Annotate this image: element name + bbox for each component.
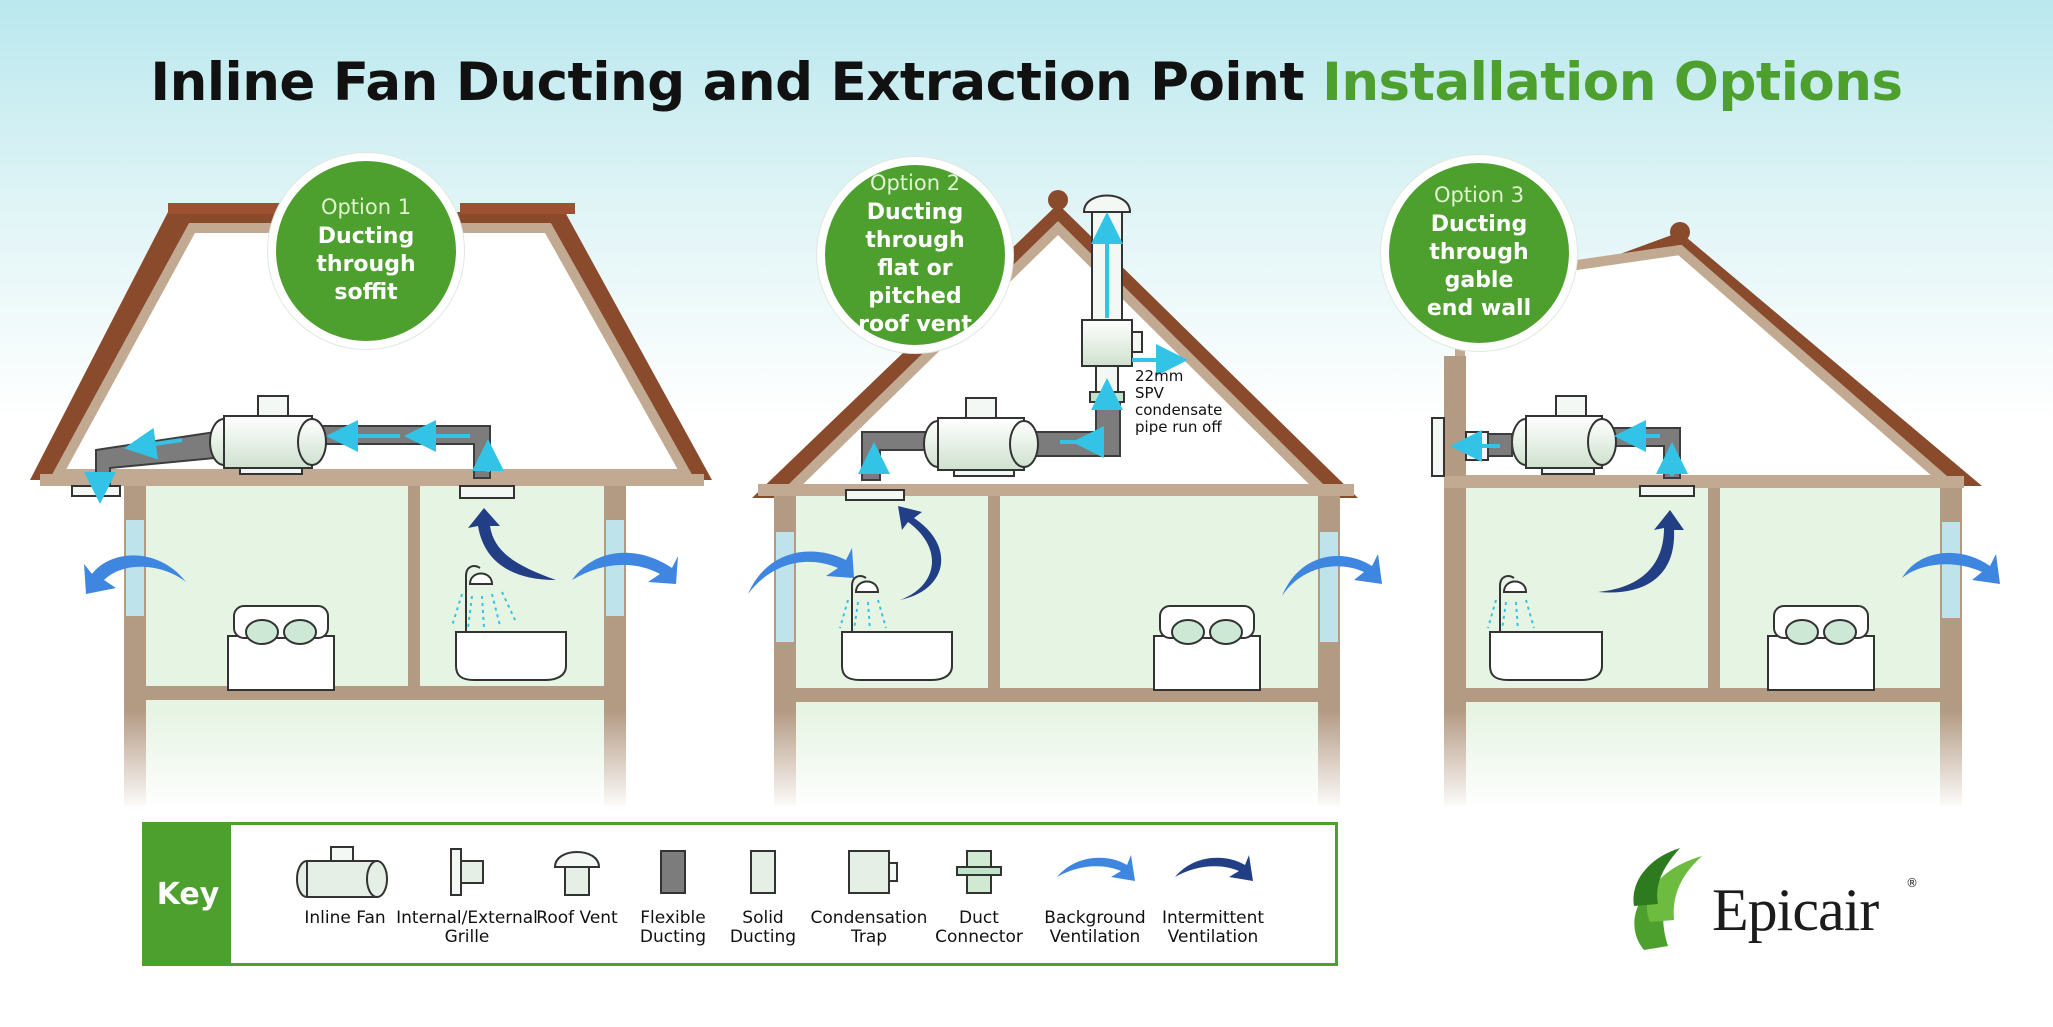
option-number: Option 1 xyxy=(320,195,412,219)
background-ventilation-arrow xyxy=(572,552,678,584)
logo-wordmark: Epicair xyxy=(1712,877,1879,943)
key-label: Roof Vent xyxy=(536,908,618,928)
background-ventilation-arrow-icon xyxy=(1057,855,1135,881)
epicair-logo: Epicair ® xyxy=(1624,846,1918,960)
ceiling-grille-option-2 xyxy=(845,489,905,501)
inline-fan-icon xyxy=(296,846,388,898)
leaf-logo-icon xyxy=(1633,848,1702,950)
bed-option-1 xyxy=(227,605,335,691)
option-number: Option 2 xyxy=(869,171,961,195)
intermittent-ventilation-arrow xyxy=(898,506,942,600)
key-item-inline-fan: Inline Fan xyxy=(285,825,405,963)
flexible-ducting-icon xyxy=(660,850,686,894)
bath-shower-option-1 xyxy=(451,565,567,681)
background-ventilation-arrow xyxy=(84,555,186,594)
solid-ducting-icon xyxy=(750,850,776,894)
inline-fan-option-2 xyxy=(923,397,1039,477)
page-title: Inline Fan Ducting and Extraction Point … xyxy=(150,52,1903,113)
roof-ridge-tiles-option-1 xyxy=(168,203,280,214)
bed-option-2 xyxy=(1153,605,1261,691)
bed-option-3 xyxy=(1767,605,1875,691)
option-number: Option 3 xyxy=(1433,183,1525,207)
soffit-grille-option-1 xyxy=(71,485,121,497)
intermittent-ventilation-arrow xyxy=(468,508,556,580)
key-heading: Key xyxy=(145,825,231,963)
grille-icon xyxy=(450,848,484,896)
gable-end-wall-option-3 xyxy=(1444,356,1466,806)
ceiling-grille-option-1 xyxy=(459,485,515,499)
bath-shower-option-2 xyxy=(839,575,953,681)
roof-vent-icon xyxy=(553,851,601,896)
intermittent-ventilation-arrow-icon xyxy=(1175,855,1253,881)
gable-grille-option-3 xyxy=(1431,417,1445,477)
background-ventilation-arrow xyxy=(1902,552,2000,584)
condensation-trap-icon xyxy=(848,850,898,894)
inline-fan-option-1 xyxy=(209,395,327,475)
background-ventilation-arrow xyxy=(1282,554,1382,596)
house-option-3 xyxy=(1431,222,2000,810)
key-label: Inline Fan xyxy=(304,908,386,928)
registered-mark: ® xyxy=(1906,876,1918,890)
loft-floor-option-1 xyxy=(40,474,704,486)
duct-connector-icon xyxy=(956,850,1002,894)
inline-fan-option-3 xyxy=(1511,395,1617,475)
house-option-2 xyxy=(748,190,1382,810)
intermittent-ventilation-arrow xyxy=(1598,510,1684,593)
key-item-roof-vent: Roof Vent xyxy=(517,825,637,963)
background-ventilation-arrow xyxy=(748,548,854,594)
ceiling-grille-option-3 xyxy=(1639,485,1695,497)
bath-shower-option-3 xyxy=(1487,575,1603,681)
